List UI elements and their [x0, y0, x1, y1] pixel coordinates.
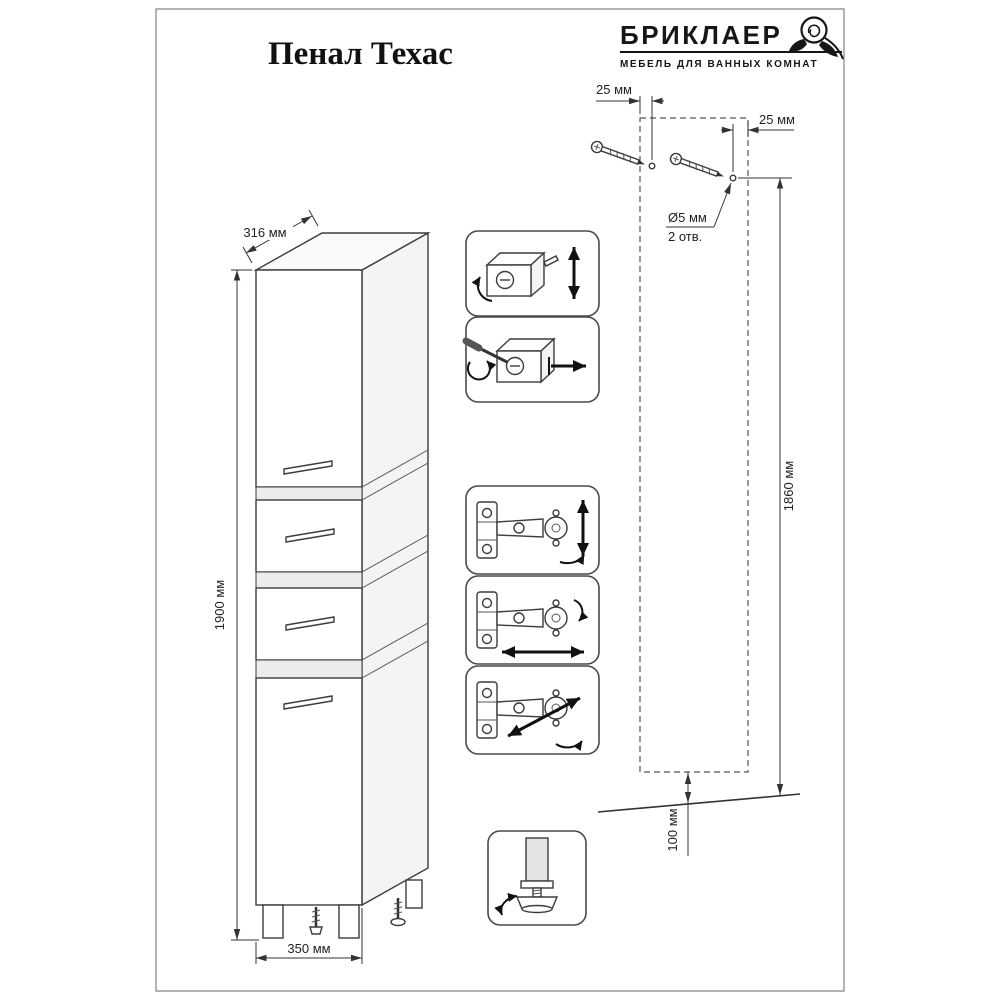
carcass-gap [255, 659, 363, 679]
dimension-offset-right: 25 мм [721, 112, 795, 172]
page-title: Пенал Техас [268, 36, 453, 72]
adjustable-foot-screw-1 [309, 907, 323, 935]
offset-right-label: 25 мм [759, 112, 795, 127]
mounting-screw-left-icon [590, 140, 645, 166]
cabinet-back-leg [405, 879, 423, 909]
carcass-gap [255, 486, 363, 501]
bottom-door-handle [283, 695, 333, 710]
hole-diameter-label: Ø5 мм [668, 210, 707, 225]
brand-tagline: МЕБЕЛЬ ДЛЯ ВАННЫХ КОМНАТ [620, 59, 818, 70]
wall-mounting-diagram: 25 мм 25 мм Ø5 мм 2 отв. 1860 мм 100 мм [590, 82, 801, 856]
width-dimension-label: 350 мм [287, 941, 330, 956]
mount-height-label: 1860 мм [781, 461, 796, 511]
drawer-1-handle [285, 528, 335, 543]
offset-left-label: 25 мм [596, 82, 632, 97]
dimension-mount-height: 1860 мм [738, 177, 796, 795]
rose-icon [789, 16, 844, 60]
hinge-cup-icon [544, 516, 568, 540]
hinge-cup-icon [544, 606, 568, 630]
rotate-arrow-icon [471, 276, 493, 302]
rotate-arrow-icon [559, 554, 585, 566]
cabinet-top-door [255, 269, 363, 488]
diagonal-adjust-arrow-icon [507, 696, 581, 738]
mounting-hole-left [648, 162, 656, 170]
dimension-offset-left: 25 мм [596, 82, 664, 160]
brand-name: БРИКЛАЕР [620, 20, 782, 50]
rotate-arrow-icon [555, 740, 583, 751]
dimension-depth: 316 мм [237, 209, 319, 264]
dowel-icon [543, 255, 559, 267]
cabinet-front-right-leg [338, 904, 360, 939]
depth-dimension-label: 316 мм [243, 225, 286, 240]
screwdriver-icon [462, 337, 508, 364]
detail-box-cam-lock-turn [465, 230, 600, 317]
mounting-hole-right [729, 174, 737, 182]
cabinet-bottom-door [255, 677, 363, 906]
detail-box-hinge-vertical-adjust [465, 485, 600, 575]
hole-count-label: 2 отв. [668, 229, 702, 244]
rotate-arrow-icon [573, 599, 589, 622]
dimension-width: 350 мм [255, 908, 363, 964]
detail-box-cam-lock-release [462, 316, 600, 403]
floor-clearance-label: 100 мм [665, 808, 680, 851]
dimension-floor-clearance: 100 мм [665, 772, 692, 856]
top-door-handle [283, 460, 333, 475]
dimension-height: 1900 мм [212, 269, 259, 941]
carcass-gap [255, 571, 363, 589]
adjustable-foot-screw-2 [390, 898, 406, 927]
hole-spec-callout: Ø5 мм 2 отв. [666, 182, 732, 244]
cabinet-leg-icon [525, 837, 549, 882]
rotate-arrow-icon [466, 360, 497, 381]
cabinet-front-left-leg [262, 904, 284, 939]
drawer-2-handle [285, 616, 335, 631]
detail-box-adjustable-foot [487, 830, 587, 926]
floor-line [597, 793, 801, 813]
brand-logo: БРИКЛАЕР МЕБЕЛЬ ДЛЯ ВАННЫХ КОМНАТ [620, 16, 844, 70]
height-dimension-label: 1900 мм [212, 580, 227, 630]
rotate-foot-arrow-icon [494, 892, 518, 916]
mounting-screw-right-icon [669, 152, 724, 178]
detail-box-hinge-horizontal-adjust [465, 575, 600, 665]
detail-box-hinge-depth-adjust [465, 665, 600, 755]
cabinet-drawing [253, 231, 431, 939]
cabinet-outline-dashed [639, 117, 749, 773]
